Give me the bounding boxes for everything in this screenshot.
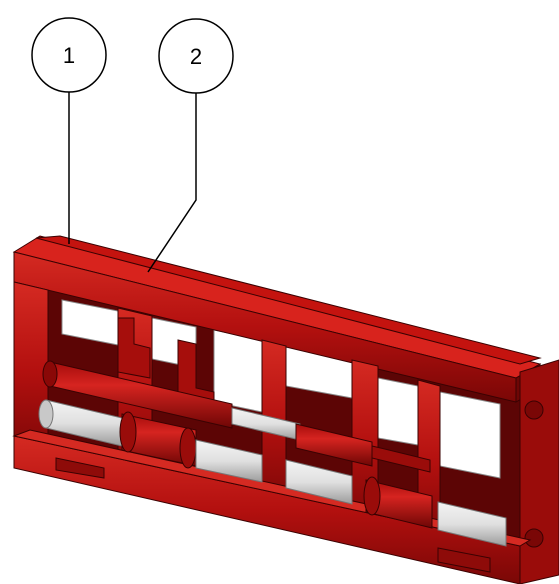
upper-red-cylinder-right	[295, 423, 373, 467]
frame-window	[377, 377, 419, 446]
coupler-collar	[179, 427, 197, 469]
stepped-bracket	[117, 317, 151, 379]
foot-bracket	[437, 547, 491, 573]
lower-gray-cylinder	[195, 439, 263, 483]
coupler-collar	[363, 476, 381, 516]
callout-label: 2	[190, 44, 202, 69]
callout-1: 1	[31, 17, 107, 244]
frame-window	[213, 329, 263, 413]
upper-rod-right	[371, 445, 431, 473]
callout-label: 1	[63, 43, 75, 68]
lower-gray-cylinder	[437, 501, 507, 547]
lower-cylinder-end	[38, 399, 54, 429]
upper-cylinder-end	[42, 360, 58, 388]
end-plate-bolt	[524, 400, 544, 420]
foot-bracket	[55, 457, 105, 479]
callout-2: 2	[147, 18, 234, 273]
leader-line	[147, 93, 197, 273]
cylinders	[38, 360, 507, 547]
frame-window	[439, 391, 501, 479]
coupler-collar	[119, 411, 137, 453]
top-beam-upper-rail	[35, 235, 542, 365]
end-plate-right	[519, 359, 559, 584]
end-plate-bolt	[524, 528, 544, 548]
lower-gray-cylinder	[285, 459, 353, 505]
